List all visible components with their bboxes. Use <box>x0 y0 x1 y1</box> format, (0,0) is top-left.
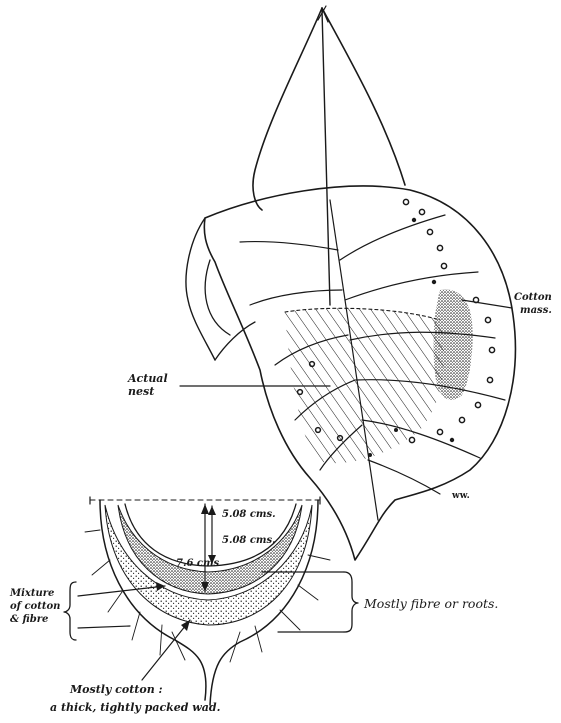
mixture-lower-line <box>78 626 130 628</box>
leaf-drawing <box>180 6 515 560</box>
left-leaf-flap <box>186 218 215 360</box>
mixture-label-line2: of cotton <box>10 601 60 612</box>
mixture-label-line1: Mixture <box>9 588 54 599</box>
mixture-bracket <box>64 582 76 640</box>
cotton-mass-label-line2: mass. <box>520 305 552 316</box>
actual-nest-label-line1: Actual <box>127 372 168 385</box>
upper-leaf-midrib <box>322 10 330 305</box>
inner-depth-arrowhead-top <box>208 506 216 515</box>
upper-leaf-left-edge <box>253 8 322 210</box>
fibre-bracket <box>344 572 358 632</box>
mostly-cotton-label-line1: Mostly cotton : <box>69 683 163 696</box>
outer-depth-arrowhead-top <box>201 504 209 514</box>
cotton-arrow-line <box>142 620 190 680</box>
left-flap-vein <box>205 260 230 335</box>
depth-measure-label: 5.08 cms. <box>222 535 276 546</box>
artist-initials: ww. <box>451 491 470 501</box>
upper-leaf-right-edge <box>322 8 405 185</box>
mostly-cotton-label-line2: a thick, tightly packed wad. <box>50 701 221 714</box>
cotton-mass-stipple <box>433 289 472 400</box>
outer-depth-measure-label: 7.6 cms <box>176 558 220 569</box>
width-measure-label: 5.08 cms. <box>222 509 276 520</box>
actual-nest-label-line2: nest <box>128 385 154 398</box>
mixture-label-line3: & fibre <box>10 614 48 625</box>
width-ticks <box>90 497 320 504</box>
cotton-mass-leader <box>462 300 512 308</box>
nest-cross-section <box>64 497 358 705</box>
mostly-fibre-label: Mostly fibre or roots. <box>363 596 498 611</box>
cotton-mass-label-line1: Cotton <box>514 292 552 303</box>
